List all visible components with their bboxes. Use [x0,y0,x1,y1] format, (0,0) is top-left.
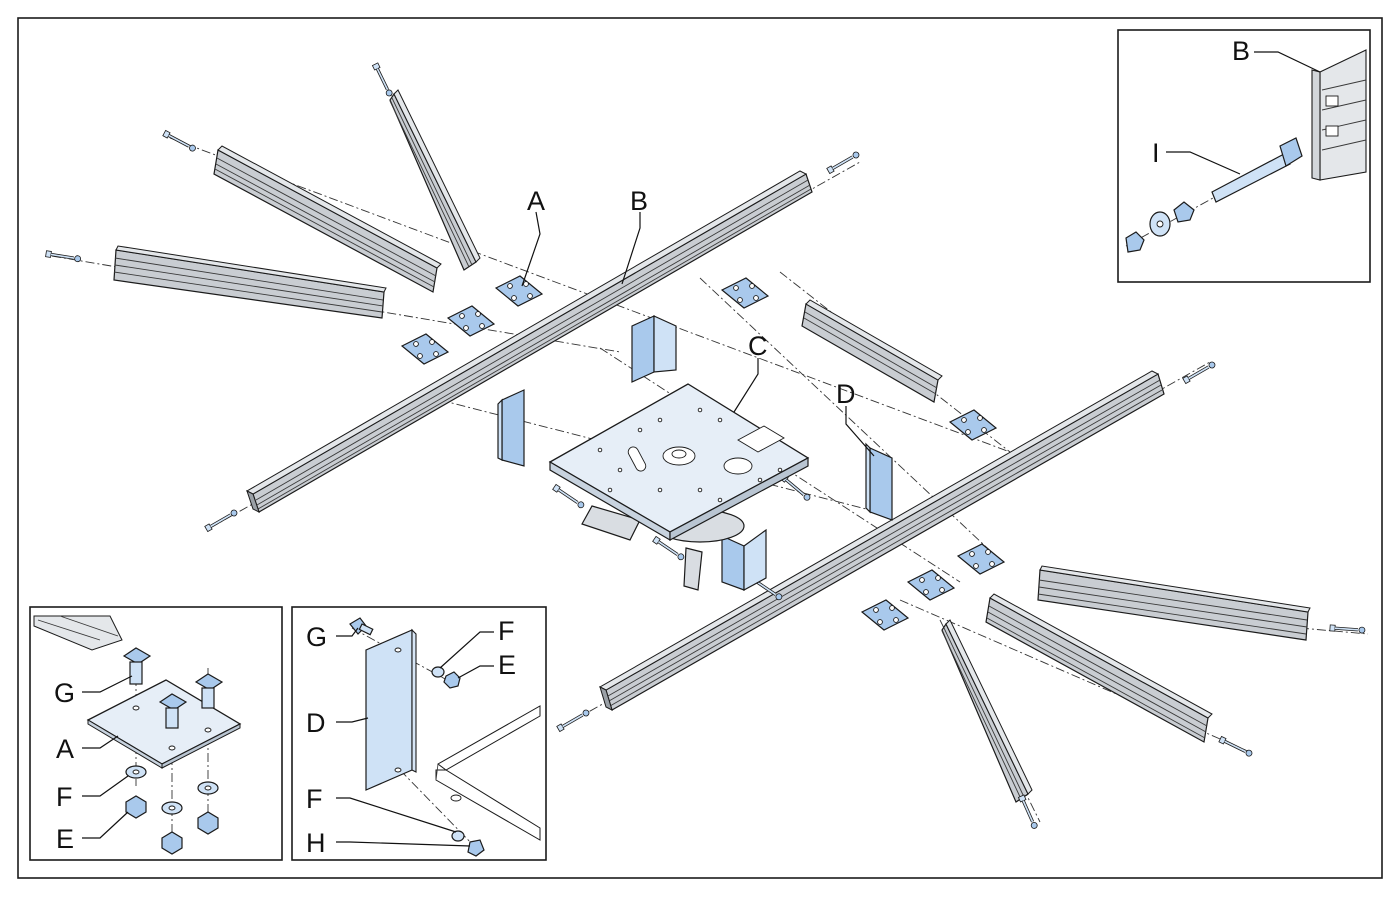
drawing-frame [17,17,1383,879]
angle-brackets [497,315,893,592]
bolt-g [349,617,374,636]
rail-upper-left-2 [113,245,387,319]
mid-label-h: H [306,828,326,858]
t-bolt-2 [194,673,224,709]
bracket-2 [497,389,525,467]
inset-bracket-fastening: G F E D F H [291,606,547,861]
rail-lower-right-3 [941,619,1033,803]
left-label-a: A [56,734,74,764]
bracket-4 [721,528,767,592]
mid-label-g: G [306,622,327,652]
inset-label-i: I [1152,138,1160,168]
mid-label-f2: F [306,784,323,814]
label-b: B [630,186,648,216]
t-bolt-1 [122,647,152,685]
rail-lower-right-1 [1037,565,1311,641]
rail-upper-left-3 [389,89,481,271]
mid-label-d: D [306,708,326,738]
inset-rail-bolt: B I [1117,29,1371,283]
base-plate [548,383,810,591]
inset-plate-fastening: G A F E [29,606,283,861]
left-label-f: F [56,782,73,812]
mid-label-f: F [498,616,515,646]
mid-label-e: E [498,650,516,680]
left-label-g: G [54,678,75,708]
left-label-e: E [56,824,74,854]
label-a: A [527,186,545,216]
inset-label-b: B [1232,36,1250,66]
t-bolt-3 [158,693,188,729]
bracket-1 [631,315,677,383]
callouts-main: A B C D [521,186,875,457]
rail-lower-right-2 [985,593,1213,743]
label-c: C [748,331,768,361]
rail-b-top [245,170,813,513]
label-d: D [836,379,856,409]
rail-mid-right [801,299,943,403]
rail-upper-left-1 [213,145,442,293]
rail-b-bottom [598,370,1165,711]
bracket-3 [865,442,893,521]
